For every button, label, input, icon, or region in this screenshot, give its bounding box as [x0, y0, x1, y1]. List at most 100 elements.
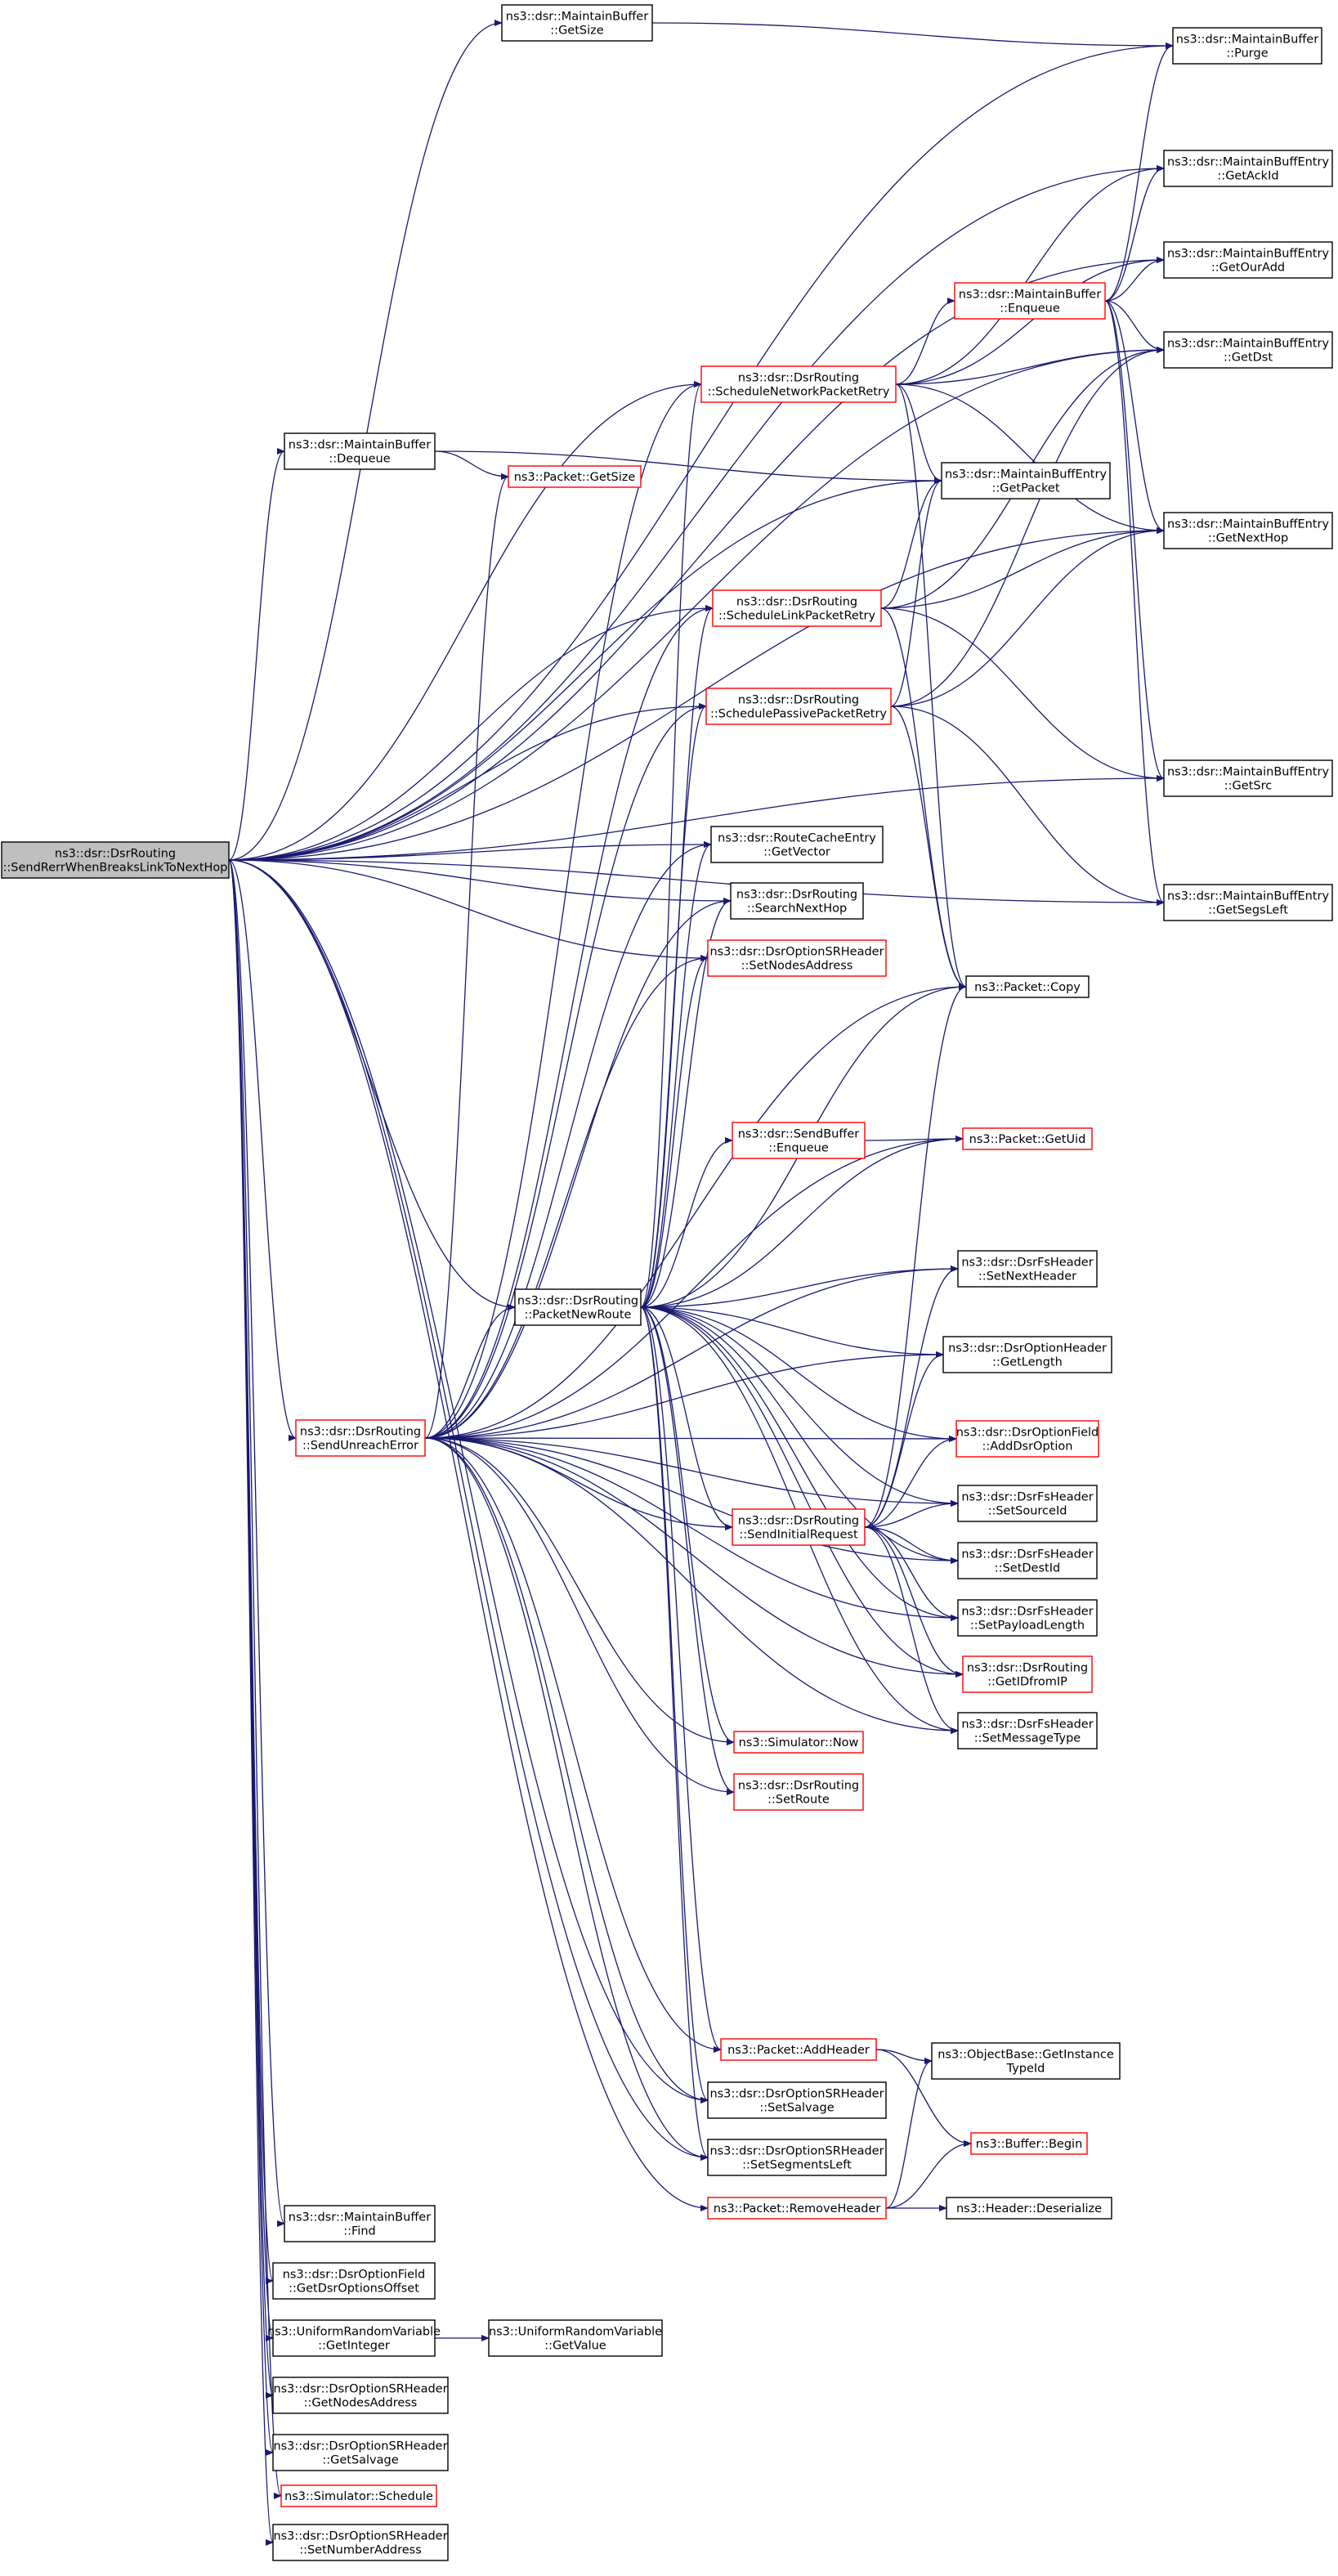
- edge-sendinitial-to-fs_setpayloadlength: [864, 1526, 959, 1621]
- edge-packetnewroute-to-fs_setnextheader: [640, 1266, 959, 1308]
- node-box: [272, 2434, 449, 2471]
- edge-sendunreach-to-searchnexthop: [424, 898, 732, 1439]
- node-of-getdsroptionsoffset[interactable]: ns3::dsr::DsrOptionField::GetDsrOptionsO…: [272, 2262, 436, 2300]
- node-root[interactable]: ns3::dsr::DsrRouting::SendRerrWhenBreaks…: [1, 841, 230, 879]
- node-fs-setdestid[interactable]: ns3::dsr::DsrFsHeader::SetDestId: [957, 1542, 1098, 1579]
- edge-packetnewroute-to-sppr: [640, 703, 707, 1308]
- node-fs-setpayloadlength[interactable]: ns3::dsr::DsrFsHeader::SetPayloadLength: [957, 1599, 1098, 1637]
- edge-path: [885, 2140, 972, 2209]
- node-mb-purge[interactable]: ns3::dsr::MaintainBuffer::Purge: [1172, 27, 1322, 65]
- node-label-line: ns3::dsr::MaintainBuffer: [289, 2211, 431, 2224]
- node-box: [720, 2038, 877, 2061]
- edge-path: [890, 706, 1165, 906]
- edge-path: [228, 859, 274, 2546]
- node-pkt-getuid[interactable]: ns3::Packet::GetUid: [962, 1127, 1093, 1150]
- node-buffer-begin[interactable]: ns3::Buffer::Begin: [970, 2132, 1088, 2155]
- edge-path: [640, 1306, 733, 1530]
- node-rce-getvector[interactable]: ns3::dsr::RouteCacheEntry::GetVector: [710, 826, 884, 863]
- node-mb-getsize[interactable]: ns3::dsr::MaintainBuffer::GetSize: [501, 4, 653, 42]
- node-packetnewroute[interactable]: ns3::dsr::DsrRouting::PacketNewRoute: [514, 1288, 642, 1326]
- edge-path: [1104, 300, 1165, 906]
- node-pkt-removeheader[interactable]: ns3::Packet::RemoveHeader: [707, 2197, 887, 2220]
- node-fs-setsourceid[interactable]: ns3::dsr::DsrFsHeader::SetSourceId: [957, 1485, 1098, 1522]
- node-pkt-copy[interactable]: ns3::Packet::Copy: [965, 975, 1090, 998]
- node-mb-enqueue[interactable]: ns3::dsr::MaintainBuffer::Enqueue: [954, 282, 1106, 320]
- edge-path: [640, 1266, 959, 1308]
- node-urv-getinteger[interactable]: ns3::UniformRandomVariable::GetInteger: [267, 2319, 441, 2357]
- node-mb-dequeue[interactable]: ns3::dsr::MaintainBuffer::Dequeue: [284, 432, 436, 470]
- edge-sendunreach-to-srh_setsegmentsleft: [424, 1437, 709, 2161]
- node-fs-setnextheader[interactable]: ns3::dsr::DsrFsHeader::SetNextHeader: [957, 1250, 1098, 1288]
- node-srh-setnodesaddress[interactable]: ns3::dsr::DsrOptionSRHeader::SetNodesAdd…: [707, 939, 887, 977]
- edge-path: [1104, 165, 1165, 302]
- node-srh-getsalvage[interactable]: ns3::dsr::DsrOptionSRHeader::GetSalvage: [272, 2434, 449, 2471]
- node-label-line: ns3::Packet::Copy: [974, 981, 1081, 994]
- node-sppr[interactable]: ns3::dsr::DsrRouting::SchedulePassivePac…: [705, 688, 892, 725]
- node-label-line: ns3::dsr::DsrRouting: [738, 1515, 859, 1528]
- node-srh-setsegmentsleft[interactable]: ns3::dsr::DsrOptionSRHeader::SetSegments…: [707, 2139, 887, 2176]
- node-mbe-getpacket[interactable]: ns3::dsr::MaintainBuffEntry::GetPacket: [941, 462, 1111, 500]
- node-fs-setmessagetype[interactable]: ns3::dsr::DsrFsHeader::SetMessageType: [957, 1712, 1098, 1749]
- edge-path: [864, 1436, 957, 1528]
- node-sim-now[interactable]: ns3::Simulator::Now: [733, 1731, 864, 1754]
- node-mb-find[interactable]: ns3::dsr::MaintainBuffer::Find: [284, 2205, 436, 2242]
- node-sendinitial[interactable]: ns3::dsr::DsrRouting::SendInitialRequest: [732, 1508, 866, 1546]
- node-pkt-getsize[interactable]: ns3::Packet::GetSize: [508, 465, 642, 488]
- node-sb-enqueue[interactable]: ns3::dsr::SendBuffer::Enqueue: [732, 1122, 866, 1159]
- edge-root-to-sim_schedule: [228, 859, 282, 2499]
- edge-path: [890, 347, 1165, 707]
- node-urv-getvalue[interactable]: ns3::UniformRandomVariable::GetValue: [488, 2319, 663, 2357]
- node-searchnexthop[interactable]: ns3::dsr::DsrRouting::SearchNextHop: [730, 882, 864, 920]
- edge-path: [1104, 257, 1165, 302]
- edge-root-to-mb_dequeue: [228, 448, 285, 861]
- node-oh-getlength[interactable]: ns3::dsr::DsrOptionHeader::GetLength: [942, 1336, 1112, 1373]
- node-header-deserialize[interactable]: ns3::Header::Deserialize: [946, 2197, 1112, 2220]
- node-mbe-getackid[interactable]: ns3::dsr::MaintainBuffEntry::GetAckId: [1163, 150, 1333, 187]
- edge-path: [640, 1306, 959, 1621]
- node-mbe-getdst[interactable]: ns3::dsr::MaintainBuffEntry::GetDst: [1163, 331, 1333, 369]
- edge-path: [424, 983, 967, 1439]
- node-label-line: ::SetNumberAddress: [299, 2544, 422, 2557]
- node-srh-setnumberaddress[interactable]: ns3::dsr::DsrOptionSRHeader::SetNumberAd…: [272, 2524, 449, 2561]
- node-label-line: ns3::dsr::MaintainBuffer: [506, 11, 648, 24]
- edge-packetnewroute-to-snpr: [640, 381, 702, 1308]
- edge-slpr-to-pkt_copy: [880, 607, 967, 990]
- edge-packetnewroute-to-sendinitial: [640, 1306, 733, 1530]
- node-getidfromip[interactable]: ns3::dsr::DsrRouting::GetIDfromIP: [962, 1655, 1093, 1693]
- node-box: [957, 1250, 1098, 1288]
- edge-path: [895, 383, 1165, 534]
- node-mbe-getouradd[interactable]: ns3::dsr::MaintainBuffEntry::GetOurAdd: [1163, 241, 1333, 279]
- edge-snpr-to-mbe_getdst: [895, 347, 1165, 385]
- node-label-line: ns3::dsr::MaintainBuffEntry: [1167, 766, 1330, 779]
- node-label-line: ns3::dsr::MaintainBuffer: [959, 289, 1101, 302]
- node-of-adddsroption[interactable]: ns3::dsr::DsrOptionField::AddDsrOption: [955, 1420, 1099, 1458]
- edge-root-to-srh_setnodesaddress: [228, 859, 709, 961]
- node-label-line: ns3::dsr::MaintainBuffEntry: [1167, 518, 1330, 531]
- node-sendunreach[interactable]: ns3::dsr::DsrRouting::SendUnreachError: [295, 1419, 426, 1457]
- node-srh-getnodesaddress[interactable]: ns3::dsr::DsrOptionSRHeader::GetNodesAdd…: [272, 2377, 449, 2414]
- node-srh-setsalvage[interactable]: ns3::dsr::DsrOptionSRHeader::SetSalvage: [707, 2081, 887, 2119]
- edge-path: [228, 477, 942, 861]
- node-slpr[interactable]: ns3::dsr::DsrRouting::ScheduleLinkPacket…: [712, 589, 882, 627]
- node-setroute[interactable]: ns3::dsr::DsrRouting::SetRoute: [733, 1773, 864, 1811]
- node-snpr[interactable]: ns3::dsr::DsrRouting::ScheduleNetworkPac…: [700, 365, 897, 403]
- edge-path: [228, 257, 1165, 861]
- edge-packetnewroute-to-searchnexthop: [640, 898, 732, 1308]
- node-sim-schedule[interactable]: ns3::Simulator::Schedule: [280, 2484, 437, 2507]
- node-label-line: ns3::dsr::DsrRouting: [517, 1295, 638, 1308]
- edge-path: [424, 1304, 516, 1439]
- node-mbe-getsrc[interactable]: ns3::dsr::MaintainBuffEntry::GetSrc: [1163, 759, 1333, 797]
- node-mbe-getsegsleft[interactable]: ns3::dsr::MaintainBuffEntry::GetSegsLeft: [1163, 884, 1333, 921]
- node-label-line: ns3::dsr::DsrOptionField: [956, 1427, 1099, 1440]
- edge-mb_enqueue-to-mbe_getdst: [1104, 300, 1165, 353]
- edge-snpr-to-mbe_getpacket: [895, 383, 942, 484]
- node-pkt-addheader[interactable]: ns3::Packet::AddHeader: [720, 2038, 877, 2061]
- node-box: [514, 1288, 642, 1326]
- edge-snpr-to-mbe_getackid: [895, 165, 1165, 385]
- edge-path: [640, 1306, 709, 2103]
- node-label-line: ::GetSrc: [1224, 780, 1272, 793]
- node-mbe-getnexthop[interactable]: ns3::dsr::MaintainBuffEntry::GetNextHop: [1163, 512, 1333, 549]
- node-label-line: ::Find: [343, 2225, 375, 2238]
- node-box: [970, 2132, 1088, 2155]
